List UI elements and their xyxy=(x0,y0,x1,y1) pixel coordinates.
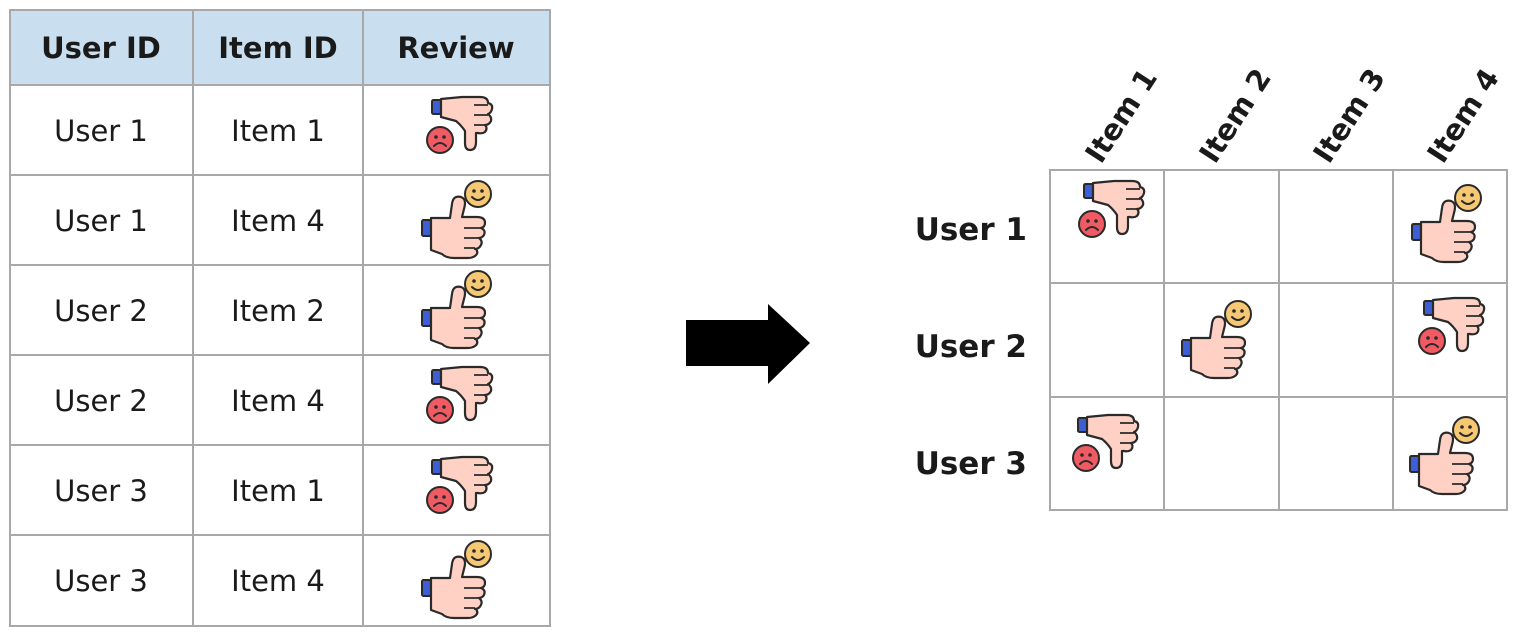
thumbs-down-with-sad-face-icon xyxy=(425,95,494,155)
header-item-id: Item ID xyxy=(218,31,338,65)
matrix-column-headers: Item 1 Item 2 Item 3 Item 4 xyxy=(1078,62,1506,168)
table-header-background xyxy=(10,10,550,85)
thumbs-down-with-sad-face-icon xyxy=(425,365,494,425)
thumbs-down-with-sad-face-icon xyxy=(425,455,494,515)
row-header-user-2: User 2 xyxy=(915,329,1027,365)
thumbs-up-with-happy-face-icon xyxy=(1180,299,1253,380)
thumbs-up-with-happy-face-icon xyxy=(1410,183,1483,264)
column-header-item-4: Item 4 xyxy=(1420,62,1506,168)
table-row-4-user: User 2 xyxy=(54,384,148,418)
table-row-5-item: Item 1 xyxy=(231,474,325,508)
header-review: Review xyxy=(397,31,514,65)
matrix-row-headers: User 1 User 2 User 3 xyxy=(915,212,1027,482)
row-header-user-3: User 3 xyxy=(915,446,1027,482)
table-row-1-item: Item 1 xyxy=(231,114,325,148)
column-header-item-2: Item 2 xyxy=(1192,62,1278,168)
table-row-1-user: User 1 xyxy=(54,114,148,148)
thumbs-down-with-sad-face-icon xyxy=(1077,179,1146,239)
table-row-6-user: User 3 xyxy=(54,564,148,598)
reviews-table: User ID Item ID Review User 1 Item 1 Use… xyxy=(9,9,551,627)
table-row-2-user: User 1 xyxy=(54,204,148,238)
matrix-grid xyxy=(1049,169,1508,511)
user-item-matrix: Item 1 Item 2 Item 3 Item 4 User 1 User … xyxy=(915,62,1508,511)
right-arrow-icon xyxy=(686,304,810,384)
thumbs-up-with-happy-face-icon xyxy=(420,539,493,620)
table-row-5-user: User 3 xyxy=(54,474,148,508)
thumbs-down-with-sad-face-icon xyxy=(1071,413,1140,473)
table-row-3-user: User 2 xyxy=(54,294,148,328)
table-header-row: User ID Item ID Review xyxy=(41,31,515,65)
thumbs-down-with-sad-face-icon xyxy=(1417,296,1486,356)
table-row-6-item: Item 4 xyxy=(231,564,325,598)
table-body: User 1 Item 1 User 1 Item 4 User 2 Item … xyxy=(54,114,325,598)
table-row-2-item: Item 4 xyxy=(231,204,325,238)
thumbs-up-with-happy-face-icon xyxy=(420,269,493,350)
table-row-3-item: Item 2 xyxy=(231,294,325,328)
thumbs-up-with-happy-face-icon xyxy=(1408,415,1481,496)
table-row-4-item: Item 4 xyxy=(231,384,325,418)
column-header-item-1: Item 1 xyxy=(1078,62,1164,168)
table-grid xyxy=(9,9,551,627)
thumbs-up-with-happy-face-icon xyxy=(420,179,493,260)
row-header-user-1: User 1 xyxy=(915,212,1027,248)
header-user-id: User ID xyxy=(41,31,161,65)
column-header-item-3: Item 3 xyxy=(1306,62,1392,168)
